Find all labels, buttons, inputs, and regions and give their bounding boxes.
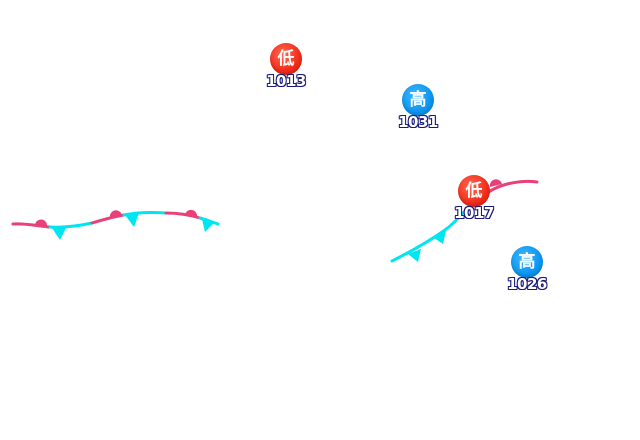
- front-east-cold-line: [390, 198, 476, 263]
- front-west: [11, 209, 220, 240]
- cold-front-spike: [202, 219, 214, 232]
- front-west-warm-segment-3: [164, 211, 202, 220]
- high-pressure-icon: 高: [402, 84, 434, 116]
- low-pressure-marker[interactable]: 低 1017: [439, 175, 509, 231]
- low-pressure-marker[interactable]: 低 1013: [251, 43, 321, 99]
- cold-front-spike: [434, 231, 446, 244]
- warm-front-bump: [489, 179, 502, 187]
- low-pressure-icon: 低: [270, 43, 302, 75]
- front-west-cold-segment-1: [48, 221, 94, 229]
- high-pressure-marker[interactable]: 高 1031: [383, 84, 453, 140]
- low-pressure-icon: 低: [458, 175, 490, 207]
- pressure-value: 1026: [507, 275, 547, 293]
- front-east-cold: [390, 198, 476, 263]
- cold-front-spike: [125, 213, 139, 227]
- pressure-value: 1017: [454, 204, 494, 222]
- pressure-value: 1013: [266, 72, 306, 90]
- front-west-warm-segment-1: [11, 222, 52, 229]
- high-pressure-marker[interactable]: 高 1026: [492, 246, 562, 302]
- cold-front-spike: [52, 228, 66, 240]
- front-west-cold-segment-3: [198, 216, 220, 226]
- warm-front-bump: [109, 210, 122, 218]
- warm-front-bump: [35, 219, 48, 226]
- high-pressure-icon: 高: [511, 246, 543, 278]
- warm-front-bump: [185, 209, 198, 217]
- front-west-warm-segment-2: [90, 213, 126, 225]
- pressure-value: 1031: [398, 113, 438, 131]
- front-west-cold-segment-2: [122, 210, 168, 217]
- cold-front-spike: [408, 249, 421, 262]
